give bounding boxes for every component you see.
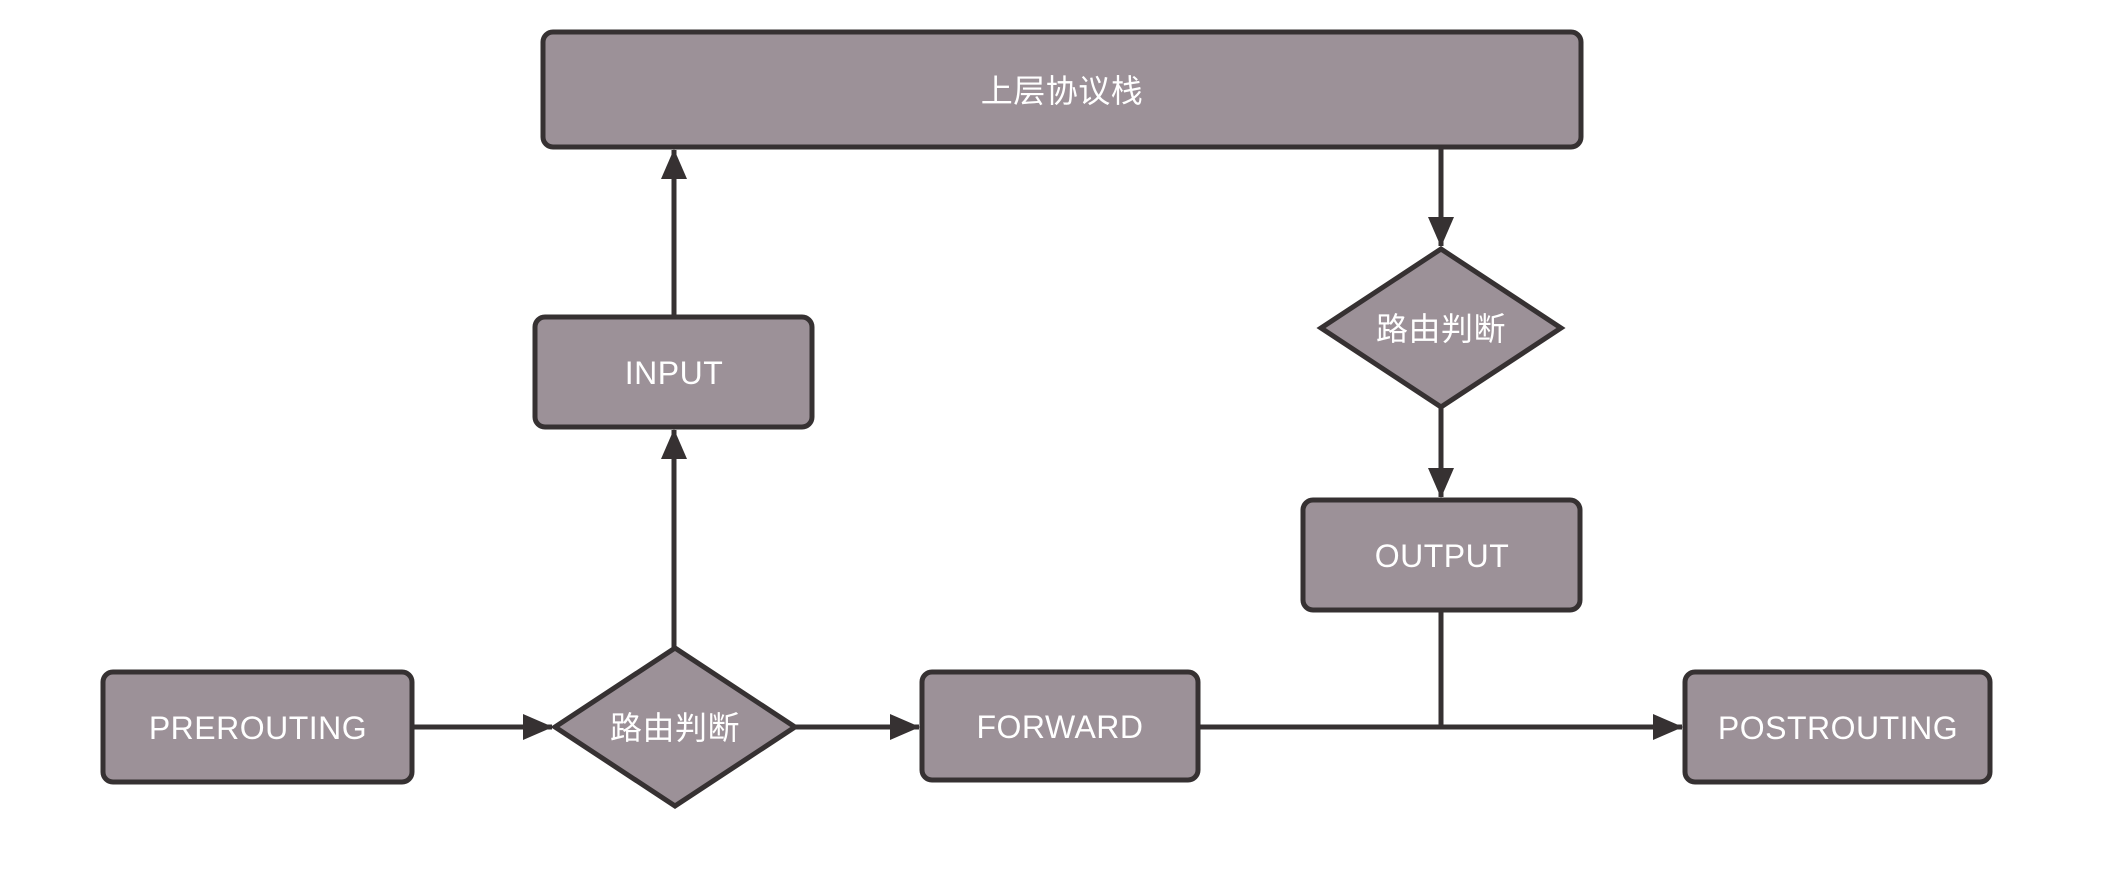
routing-decision-top-label: 路由判断 (1376, 311, 1506, 347)
postrouting-box (1682, 669, 1993, 785)
node-input: INPUT (532, 314, 815, 430)
input-box (532, 314, 815, 430)
postrouting-label: POSTROUTING (1718, 710, 1958, 746)
prerouting-box (100, 669, 415, 785)
node-postrouting: POSTROUTING (1682, 669, 1993, 785)
node-routing-decision-bottom: 路由判断 (550, 645, 800, 809)
prerouting-label: PREROUTING (149, 710, 367, 746)
output-label: OUTPUT (1375, 538, 1510, 574)
output-box (1300, 497, 1583, 613)
routing-decision-bottom-diamond (550, 645, 800, 809)
routing-decision-bottom-label: 路由判断 (610, 710, 740, 746)
node-upper-protocol-stack: 上层协议栈 (540, 29, 1584, 150)
upper-protocol-stack-box (540, 29, 1584, 150)
node-prerouting: PREROUTING (100, 669, 415, 785)
routing-decision-top-diamond (1316, 246, 1566, 410)
input-label: INPUT (625, 355, 724, 391)
upper-protocol-stack-label: 上层协议栈 (981, 73, 1144, 109)
forward-label: FORWARD (976, 709, 1143, 745)
forward-box (919, 669, 1201, 783)
node-routing-decision-top: 路由判断 (1316, 246, 1566, 410)
node-forward: FORWARD (919, 669, 1201, 783)
node-output: OUTPUT (1300, 497, 1583, 613)
edges (412, 147, 1683, 740)
